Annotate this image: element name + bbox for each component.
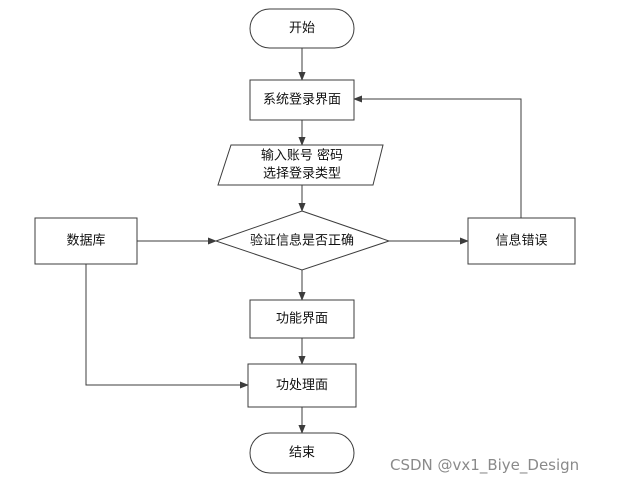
node-input: 输入账号 密码 选择登录类型 [217,144,384,186]
node-database: 数据库 [34,217,138,265]
func-ui-label: 功能界面 [276,312,328,327]
process-ui-box [247,363,357,408]
error-box [467,217,576,265]
node-end: 结束 [249,432,355,474]
node-process-ui: 功处理面 [247,363,357,408]
edges [85,48,522,434]
node-start: 开始 [249,8,355,49]
node-login-ui: 系统登录界面 [249,79,355,121]
login-ui-label: 系统登录界面 [263,93,341,108]
node-verify: 验证信息是否正确 [214,210,391,271]
database-box [34,217,138,265]
input-label-line2: 选择登录类型 [263,167,341,182]
process-ui-label: 功处理面 [276,378,328,393]
input-label-line1: 输入账号 密码 [261,148,343,164]
end-terminator [249,432,355,474]
watermark: CSDN @vx1_Biye_Design [390,456,579,475]
verify-label: 验证信息是否正确 [250,233,354,249]
edge-database-to-process [85,264,249,389]
start-label: 开始 [289,21,315,36]
node-error: 信息错误 [467,217,576,265]
node-func-ui: 功能界面 [249,299,355,339]
error-label: 信息错误 [495,233,547,249]
edge-error-back-to-login [353,95,522,218]
verify-diamond [214,210,391,271]
end-label: 结束 [289,446,315,461]
start-terminator [249,8,355,49]
database-label: 数据库 [66,233,105,249]
func-ui-box [249,299,355,339]
login-ui-box [249,79,355,121]
input-parallelogram [217,144,384,186]
